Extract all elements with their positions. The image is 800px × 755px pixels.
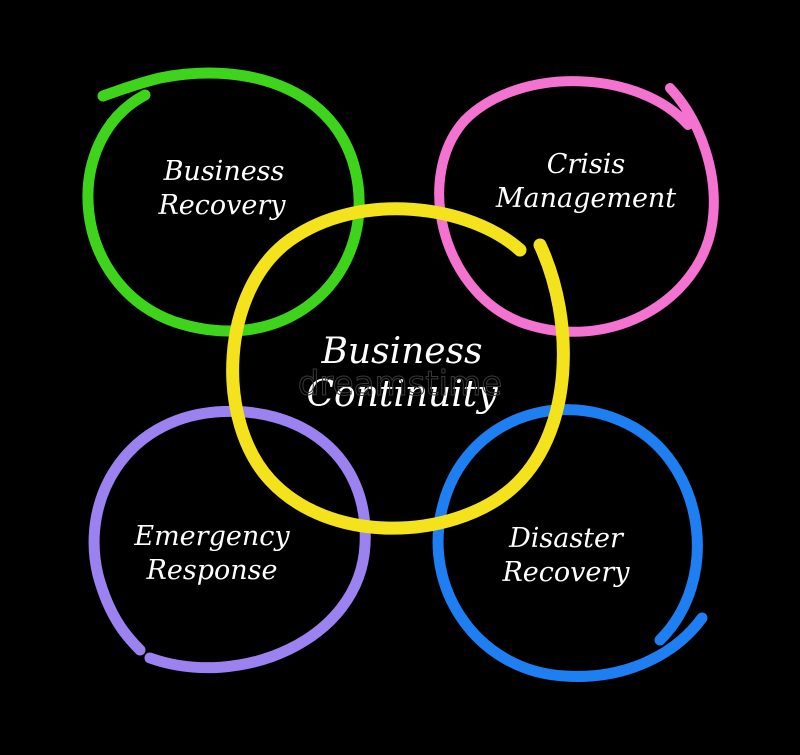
label-crisis-management-line1: Crisis: [547, 149, 626, 180]
label-business-continuity-line2: Continuity: [306, 374, 498, 415]
node-emergency-response: Emergency Response: [88, 405, 371, 674]
node-disaster-recovery: Disaster Recovery: [432, 404, 708, 682]
ring-crisis-management: [434, 76, 719, 337]
label-disaster-recovery-line1: Disaster: [508, 523, 625, 554]
label-crisis-management-line2: Management: [495, 183, 676, 214]
label-business-recovery-line2: Recovery: [157, 190, 286, 221]
label-emergency-response-line2: Response: [146, 555, 278, 586]
label-emergency-response-line1: Emergency: [133, 521, 290, 552]
label-business-continuity-line1: Business: [320, 331, 482, 372]
watermark: dreamstime: [298, 364, 502, 404]
ring-disaster-recovery: [432, 404, 708, 682]
ring-business-continuity: [226, 202, 570, 535]
node-business-recovery: Business Recovery: [82, 67, 365, 337]
ring-emergency-response: [88, 405, 371, 674]
ring-business-recovery: [82, 67, 365, 337]
label-disaster-recovery-line2: Recovery: [501, 557, 630, 588]
node-business-continuity: Business Continuity: [226, 202, 570, 535]
label-business-recovery-line1: Business: [163, 156, 285, 187]
node-crisis-management: Crisis Management: [434, 76, 719, 337]
